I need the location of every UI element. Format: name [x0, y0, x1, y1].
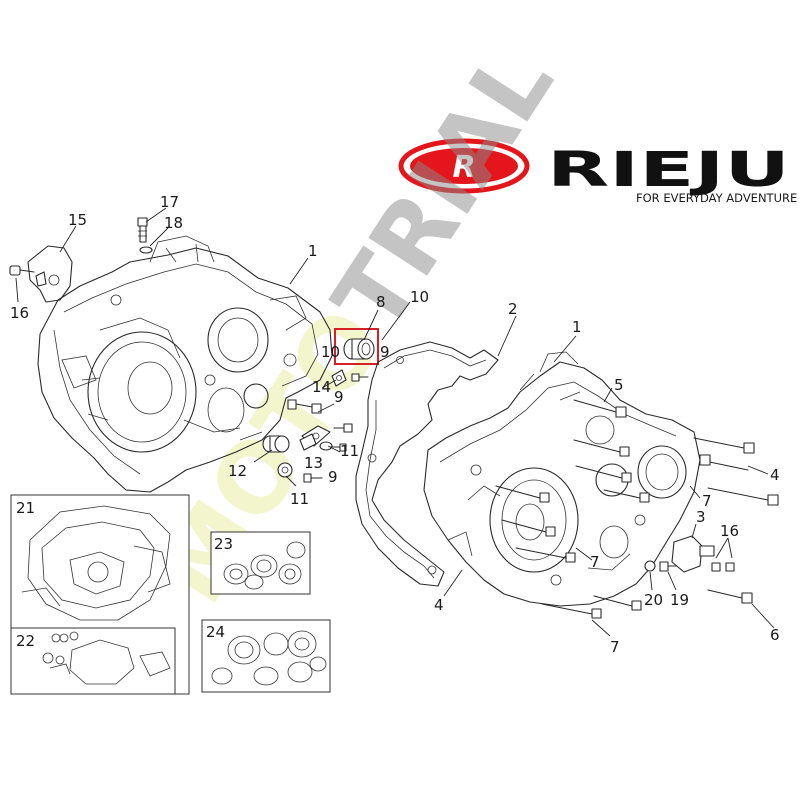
callout-3: 3 — [696, 508, 706, 526]
rieju-logo: R RIEJU FOR EVERYDAY ADVENTURE — [398, 138, 797, 205]
brand-tagline: FOR EVERYDAY ADVENTURE — [636, 191, 797, 205]
left-crankcase-half — [37, 235, 333, 493]
callout-11-top: 11 — [340, 442, 359, 460]
callout-1-left: 1 — [308, 242, 318, 260]
callout-12: 12 — [228, 462, 247, 480]
kit-label-22: 22 — [16, 632, 35, 650]
callout-4-bottom: 4 — [434, 596, 444, 614]
callout-7-mid: 7 — [590, 553, 600, 571]
part-15-bracket — [27, 245, 73, 303]
callout-17: 17 — [160, 193, 179, 211]
kit-label-24: 24 — [206, 623, 225, 641]
gasket-hole — [427, 565, 437, 575]
callout-7-upper: 7 — [702, 492, 712, 510]
callout-6: 6 — [770, 626, 780, 644]
part-18-washer — [139, 246, 153, 254]
kit-label-23: 23 — [214, 535, 233, 553]
callout-9-mid: 9 — [334, 388, 344, 406]
kit-box-labels: 21 22 23 24 — [16, 499, 233, 650]
part-8-dowel-bushing — [343, 338, 375, 360]
callout-9-top: 9 — [380, 343, 390, 361]
kit-box-22 — [10, 627, 176, 695]
callout-15: 15 — [68, 211, 87, 229]
hardware-column — [277, 399, 353, 483]
gasket-inner-edge — [365, 349, 487, 579]
bolts-right — [495, 399, 779, 619]
highlight-box — [334, 328, 379, 365]
part-20-19-bolts — [644, 560, 677, 572]
callout-4-right: 4 — [770, 466, 780, 484]
watermark-text: MOTOTRIAL — [135, 29, 575, 622]
callout-19: 19 — [670, 591, 689, 609]
part-14-dowel — [331, 369, 347, 387]
callout-10: 10 — [321, 343, 340, 361]
leader-lines — [15, 207, 775, 637]
part-12-bushing — [262, 435, 290, 453]
callout-labels: 17 18 15 16 1 8 10 10 9 14 9 11 13 9 12 … — [10, 193, 780, 656]
part-2-gasket — [355, 341, 499, 587]
part-16-bolt-left — [9, 265, 35, 276]
watermark: MOTOTRIAL — [135, 29, 575, 622]
callout-18: 18 — [164, 214, 183, 232]
part-9-bolt-upper — [351, 373, 369, 382]
callout-20: 20 — [644, 591, 663, 609]
callout-10-top: 10 — [410, 288, 429, 306]
callout-13: 13 — [304, 454, 323, 472]
callout-11-bottom: 11 — [290, 490, 309, 508]
kit-box-23 — [210, 531, 311, 595]
callout-8: 8 — [376, 293, 386, 311]
callout-14: 14 — [312, 378, 331, 396]
brand-name: RIEJU — [547, 142, 790, 198]
logo-letter: R — [452, 150, 475, 185]
watermark-trial: TRIAL — [312, 29, 575, 350]
part-17-breather — [137, 217, 148, 243]
kit-label-21: 21 — [16, 499, 35, 517]
callout-16-left: 16 — [10, 304, 29, 322]
callout-2: 2 — [508, 300, 518, 318]
part-16-parts-right — [711, 562, 735, 572]
callout-16-right: 16 — [720, 522, 739, 540]
gasket-hole — [396, 356, 404, 364]
kit-box-24 — [201, 619, 331, 693]
logo-outer-ring — [398, 138, 530, 194]
callout-5: 5 — [614, 376, 624, 394]
gasket-hole — [367, 453, 377, 463]
callout-1-right: 1 — [572, 318, 582, 336]
callout-9-bottom: 9 — [328, 468, 338, 486]
right-crankcase-half — [423, 351, 701, 607]
callout-7-bottom: 7 — [610, 638, 620, 656]
logo-oval — [410, 148, 518, 184]
part-3-sensor — [671, 535, 715, 573]
